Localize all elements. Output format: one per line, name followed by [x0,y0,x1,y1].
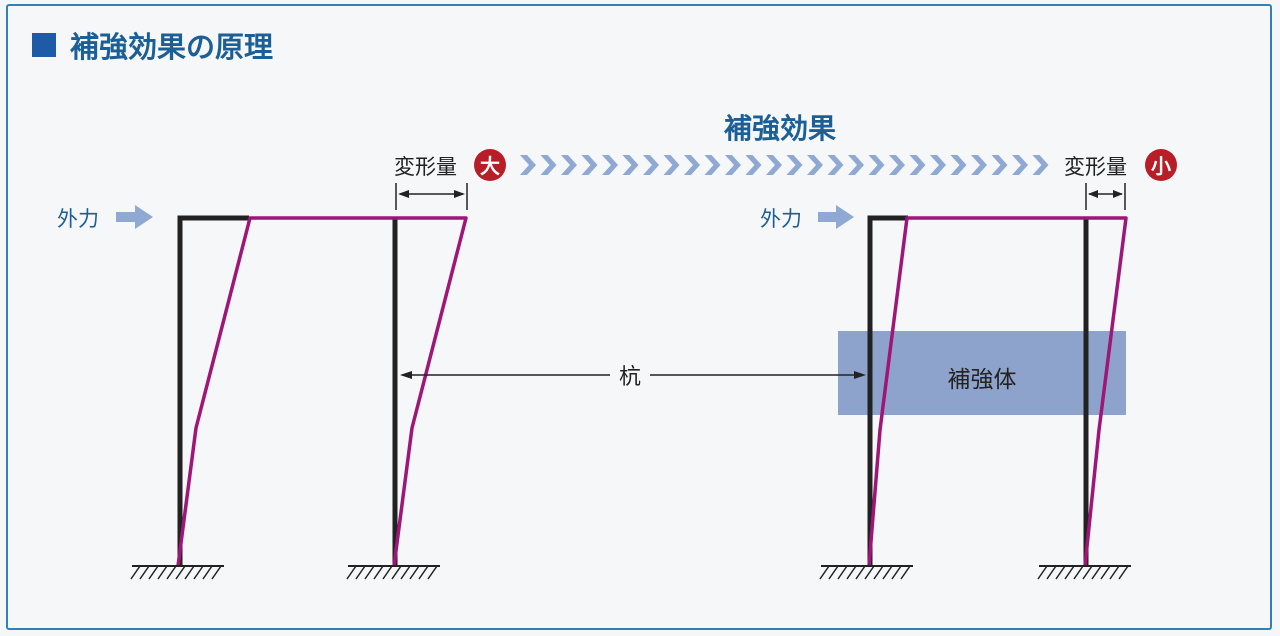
column-original-left [177,215,249,566]
ground-hatch [427,565,438,580]
chevron-icon [602,155,618,175]
ground-hatch [855,565,866,580]
ground-hatch [418,565,429,580]
chevron-icon [991,155,1008,175]
ground-hatch [382,565,393,580]
ground-hatch [373,565,384,580]
ground-hatch [873,565,884,580]
force-label-right: 外力 [760,207,802,231]
chevron-icon [971,155,987,175]
ground-hatch [364,565,375,580]
diagram-frame [6,4,1272,630]
ground-hatch [193,565,204,580]
chevron-icon [725,155,741,175]
ground-hatch [409,565,420,580]
ground-hatch [1073,565,1084,580]
dimension-arrowhead-left-b [454,190,465,198]
ground-hatch [202,565,213,580]
ground-hatch [139,565,150,580]
chevron-icon [909,155,926,175]
ground-hatch [175,565,186,580]
chevron-icon [1032,155,1049,175]
deformation-label-left: 変形量 [394,155,457,179]
ground-support-left-1 [130,565,224,580]
chevron-icon [561,155,577,175]
chevron-icon [745,155,762,175]
chevron-icon [684,155,700,175]
chevron-icon [766,155,782,175]
effect-label: 補強効果 [723,112,836,145]
dimension-arrowhead-left-a [398,190,409,198]
ground-hatch [1109,565,1120,580]
chevron-icon [581,155,598,175]
ground-hatch [211,565,222,580]
ground-hatch [1100,565,1111,580]
dimension-arrowhead-right-a [1088,190,1098,198]
ground-hatch [130,565,141,580]
ground-hatch [391,565,402,580]
deformed-frame-left [176,216,468,567]
ground-support-right-2 [1037,565,1131,580]
ground-hatch [166,565,177,580]
deformation-badge-right [1145,149,1177,181]
ground-hatch [1064,565,1075,580]
pile-leader-arrowhead-right [854,371,866,379]
force-arrow-left-icon [116,205,153,229]
chevron-icon [663,155,680,175]
ground-hatch [828,565,839,580]
ground-support-right-1 [819,565,913,580]
ground-hatch [157,565,168,580]
ground-hatch [1037,565,1048,580]
ground-hatch [148,565,159,580]
ground-hatch [1082,565,1093,580]
chevron-icon [848,155,864,175]
chevron-icon [540,155,557,175]
ground-hatch [1046,565,1057,580]
ground-hatch [1055,565,1066,580]
deformation-badge-right-text: 小 [1151,154,1171,178]
ground-hatch [846,565,857,580]
chevron-icon [643,155,659,175]
deformation-label-right: 変形量 [1064,155,1127,179]
ground-hatch [864,565,875,580]
ground-hatch [1091,565,1102,580]
ground-hatch [891,565,902,580]
deformed-frame-right [867,216,1128,567]
ground-hatch [1118,565,1129,580]
ground-hatch [900,565,911,580]
force-arrow-right-icon [818,205,854,229]
chevron-icon [1012,155,1028,175]
chevron-icon [786,155,803,175]
chevron-icon [827,155,844,175]
chevron-icon [520,155,536,175]
chevron-icon [889,155,905,175]
column-original-right-frame-left [867,215,908,566]
pile-label: 杭 [619,365,641,390]
ground-hatch [837,565,848,580]
chevron-icon [622,155,639,175]
pile-leader-arrowhead-left [400,371,412,379]
chevron-icon [868,155,885,175]
ground-hatch [355,565,366,580]
ground-support-left-2 [346,565,440,580]
chevron-arrow-row [520,155,1049,175]
chevron-icon [950,155,967,175]
page-title: 補強効果の原理 [69,30,273,64]
dimension-arrowhead-right-b [1113,190,1123,198]
title-square-icon [32,33,56,57]
chevron-icon [807,155,823,175]
ground-hatch [400,565,411,580]
ground-hatch [882,565,893,580]
deformation-badge-left [474,149,506,181]
ground-hatch [346,565,357,580]
ground-hatch [184,565,195,580]
chevron-icon [704,155,721,175]
ground-hatch [819,565,830,580]
deformation-badge-left-text: 大 [480,154,500,178]
chevron-icon [930,155,946,175]
reinforcement-label: 補強体 [948,367,1017,393]
force-label-left: 外力 [57,207,99,231]
